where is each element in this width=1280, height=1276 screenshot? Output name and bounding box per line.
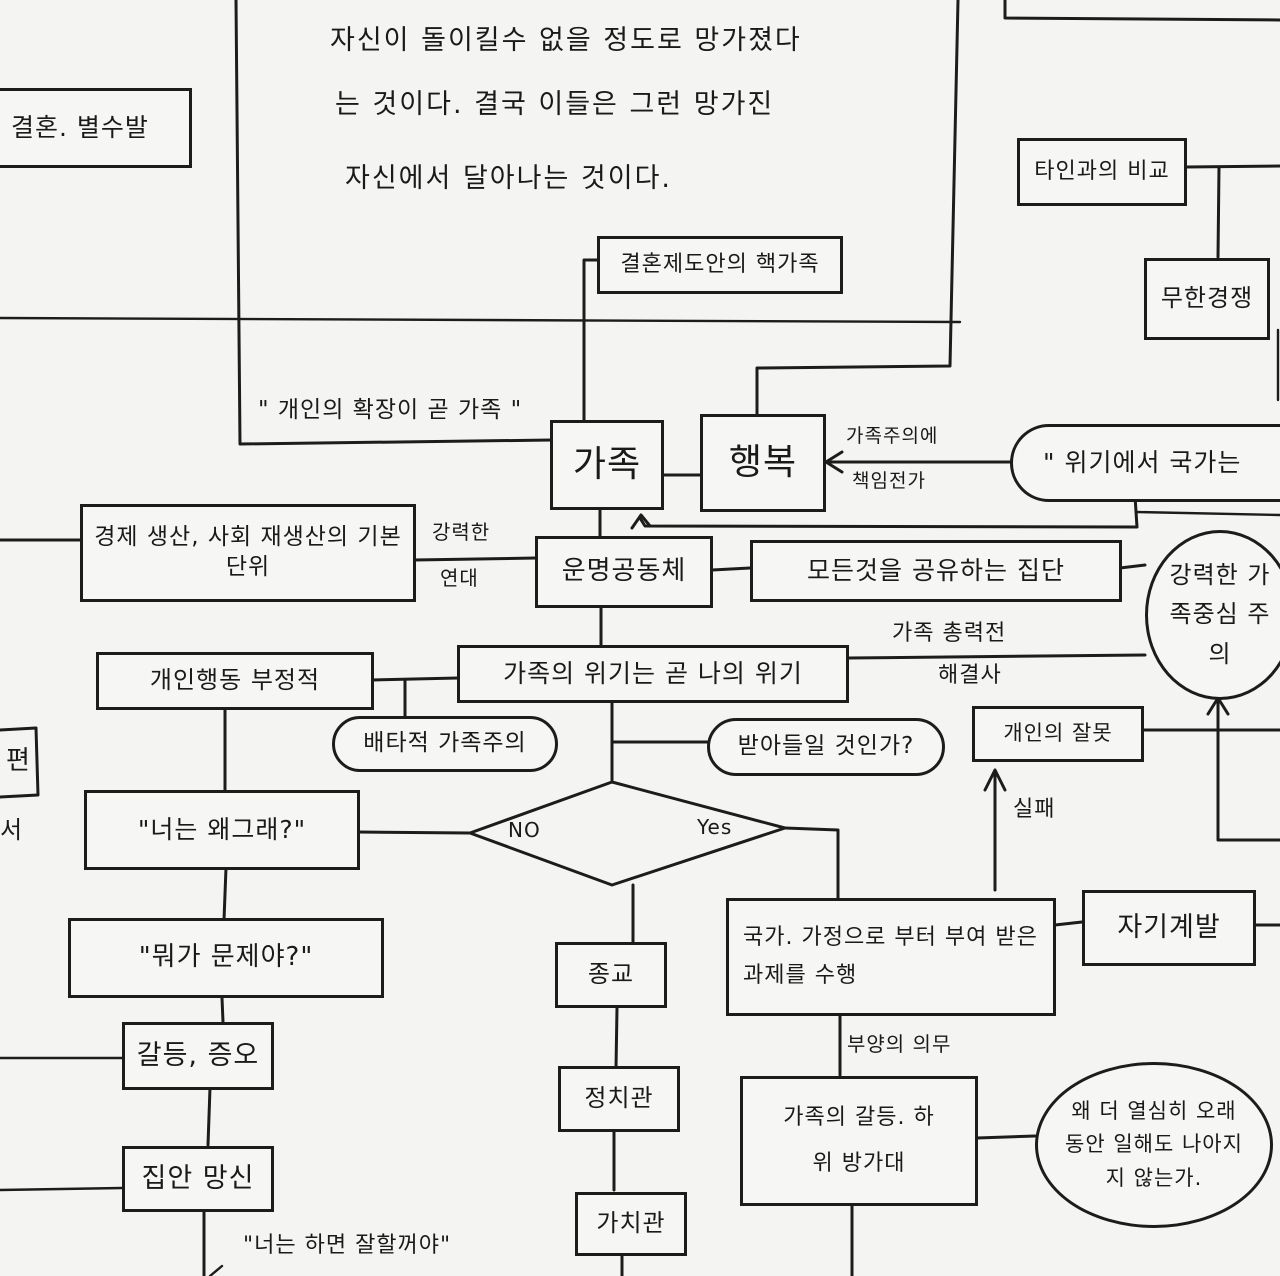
- node-marriage-divorce: 결혼. 별수발: [0, 88, 192, 168]
- node-compare-others: 타인과의 비교: [1017, 138, 1187, 206]
- label-strong-solidarity-line-1: 강력한: [432, 520, 491, 544]
- node-happiness: 행복: [700, 414, 826, 512]
- label-failure: 실패: [1013, 797, 1056, 822]
- label-shift-blame-line-2: 책임전가: [852, 470, 926, 492]
- label-duty-support: 부양의 의무: [847, 1032, 952, 1056]
- node-accept-question: 받아들일 것인가?: [707, 718, 945, 776]
- node-economic-unit: 경제 생산, 사회 재생산의 기본 단위: [80, 504, 416, 602]
- node-personal-fault: 개인의 잘못: [972, 706, 1144, 762]
- decision-yes-label: Yes: [697, 815, 733, 839]
- node-exclusive-familism: 배타적 가족주의: [332, 716, 558, 772]
- node-conflict-hatred: 갈등, 증오: [122, 1022, 274, 1090]
- node-strong-familism: 강력한 가족중심 주의: [1145, 530, 1280, 700]
- label-family-total-war-line-1: 가족 총력전: [892, 621, 1007, 646]
- label-individual-extension: " 개인의 확장이 곧 가족 ": [258, 397, 523, 423]
- node-family: 가족: [550, 420, 664, 510]
- node-share-everything: 모든것을 공유하는 집단: [750, 540, 1122, 602]
- node-fate-community: 운명공동체: [535, 536, 713, 608]
- label-strong-solidarity-line-2: 연대: [440, 566, 479, 590]
- node-perform-tasks: 국가. 가정으로 부터 부여 받은 과제를 수행: [726, 898, 1056, 1016]
- summary-paragraph-line-1: 자신이 돌이킬수 없을 정도로 망가졌다: [330, 25, 802, 56]
- label-shift-blame-line-1: 가족주의에: [846, 425, 939, 447]
- label-family-total-war-line-2: 해결사: [938, 663, 1002, 688]
- node-nuclear-family: 결혼제도안의 핵가족: [597, 236, 843, 294]
- node-values: 가치관: [575, 1192, 687, 1256]
- node-why-not-better: 왜 더 열심히 오래 동안 일해도 나아지지 않는가.: [1035, 1062, 1273, 1228]
- node-personal-behavior: 개인행동 부정적: [96, 652, 374, 710]
- node-family-disgrace: 집안 망신: [122, 1146, 274, 1212]
- left-edge-text: 서: [0, 816, 24, 844]
- node-crisis-quote: " 위기에서 국가는: [1010, 424, 1280, 502]
- summary-paragraph-line-3: 자신에서 달아나는 것이다.: [345, 163, 672, 194]
- node-family-conflict: 가족의 갈등. 하위 방가대: [740, 1076, 978, 1206]
- label-you-do-well: "너는 하면 잘할꺼야": [243, 1233, 452, 1258]
- summary-paragraph-line-2: 는 것이다. 결국 이들은 그런 망가진: [335, 89, 775, 120]
- node-self-development: 자기계발: [1082, 890, 1256, 966]
- node-religion: 종교: [555, 942, 667, 1008]
- node-family-crisis: 가족의 위기는 곧 나의 위기: [457, 645, 849, 703]
- decision-no-label: NO: [508, 818, 541, 842]
- node-why-like-that: "너는 왜그래?": [84, 790, 360, 870]
- node-politics: 정치관: [558, 1066, 680, 1132]
- node-endless-competition: 무한경쟁: [1144, 258, 1270, 340]
- node-whats-problem: "뭐가 문제야?": [68, 918, 384, 998]
- left-edge-box-text: 편: [6, 746, 31, 776]
